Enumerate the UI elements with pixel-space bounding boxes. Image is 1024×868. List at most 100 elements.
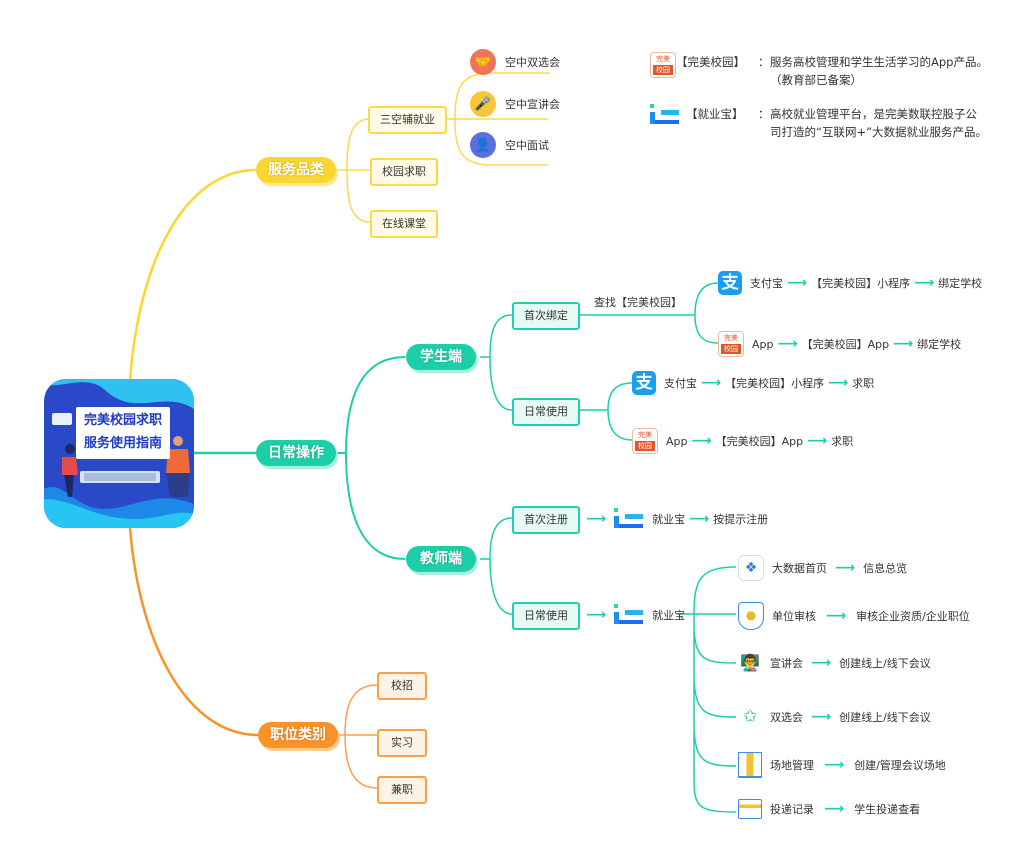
feature-unit-audit[interactable]: ● 单位审核 ⟶ 审核企业资质/企业职位 <box>738 602 970 630</box>
link-teacher-features <box>678 566 737 813</box>
step: 求职 <box>831 435 854 448</box>
node-teacher[interactable]: 教师端 <box>406 546 476 572</box>
cover-title-card: 完美校园求职 服务使用指南 <box>76 407 170 459</box>
node-campus-job[interactable]: 校园求职 <box>370 158 438 186</box>
computer-record-icon <box>738 799 762 819</box>
link-studentdaily <box>576 382 633 441</box>
node-first-register[interactable]: 首次注册 <box>512 506 580 534</box>
legend-name: 【就业宝】 <box>686 107 744 121</box>
link-student-bracket <box>480 314 513 411</box>
node-sankong[interactable]: 三空辅就业 <box>368 106 447 134</box>
item-label: 空中面试 <box>505 139 549 152</box>
step: 【完美校园】App <box>801 338 890 351</box>
arrow-right-icon: ⟶ <box>826 608 847 624</box>
feature-result: 信息总览 <box>863 562 908 575</box>
node-first-bind[interactable]: 首次绑定 <box>512 302 580 330</box>
step: App <box>666 434 688 448</box>
legend-wanmei: 完美校园 【完美校园】 ： 服务高校管理和学生生活学习的App产品。 （教育部已… <box>650 50 1010 90</box>
link-root-jobs <box>128 527 259 737</box>
arrow-right-icon: ⟶ <box>586 607 607 623</box>
arrow-right-icon: ⟶ <box>689 511 710 527</box>
step: 支付宝 <box>750 277 783 290</box>
node-jobs[interactable]: 职位类别 <box>258 722 338 748</box>
legend-name: 【完美校园】 <box>676 55 745 69</box>
path-daily-alipay[interactable]: 支 支付宝 ⟶ 【完美校园】小程序 ⟶ 求职 <box>632 371 874 395</box>
legend-sep: ： <box>758 55 770 69</box>
node-part-time[interactable]: 兼职 <box>377 776 427 804</box>
step: 【完美校园】小程序 <box>725 377 825 390</box>
feature-result: 创建线上/线下会议 <box>839 711 931 724</box>
arrow-right-icon: ⟶ <box>835 560 856 576</box>
root-cover-image: 完美校园求职 服务使用指南 <box>44 379 194 528</box>
step: 绑定学校 <box>938 277 983 290</box>
shield-audit-icon: ● <box>738 602 764 630</box>
microphone-icon: 🎤 <box>470 91 496 117</box>
jiuyebao-logo-icon <box>614 604 644 626</box>
node-campus-recruit[interactable]: 校招 <box>377 672 427 700</box>
feature-venue[interactable]: 场地管理 ⟶ 创建/管理会议场地 <box>738 752 946 778</box>
alipay-icon: 支 <box>718 271 742 295</box>
arrow-right-icon: ⟶ <box>893 336 914 352</box>
feature-delivery-record[interactable]: 投递记录 ⟶ 学生投递查看 <box>738 799 920 819</box>
node-internship[interactable]: 实习 <box>377 729 427 757</box>
feature-job-fair[interactable]: ✩ 双选会 ⟶ 创建线上/线下会议 <box>738 704 931 730</box>
path-bind-alipay[interactable]: 支 支付宝 ⟶ 【完美校园】小程序 ⟶ 绑定学校 <box>718 271 982 295</box>
item-label: 空中双选会 <box>505 56 560 69</box>
link-root-services <box>128 168 257 381</box>
alipay-icon: 支 <box>632 371 656 395</box>
item-air-lecture[interactable]: 🎤 空中宣讲会 <box>470 91 560 117</box>
node-student[interactable]: 学生端 <box>406 344 476 370</box>
item-label: 空中宣讲会 <box>505 98 560 111</box>
platform-label: 就业宝 <box>652 609 686 622</box>
wanmei-xiaoyuan-logo-icon: 完美校园 <box>632 428 658 454</box>
node-online-class[interactable]: 在线课堂 <box>370 210 438 238</box>
path-daily-app[interactable]: 完美校园 App ⟶ 【完美校园】App ⟶ 求职 <box>632 428 853 454</box>
building-icon <box>738 752 762 778</box>
path-teacher-daily[interactable]: ⟶ 就业宝 <box>582 604 685 626</box>
step: 绑定学校 <box>917 338 962 351</box>
path-first-register[interactable]: ⟶ 就业宝 ⟶ 按提示注册 <box>582 508 768 530</box>
jiuyebao-logo-icon <box>614 508 644 530</box>
node-daily[interactable]: 日常操作 <box>256 440 336 466</box>
step: 支付宝 <box>664 377 697 390</box>
arrow-right-icon: ⟶ <box>811 709 832 725</box>
link-daily-bracket <box>326 356 406 560</box>
star-tie-icon: ✩ <box>742 706 758 727</box>
node-services[interactable]: 服务品类 <box>256 157 336 183</box>
arrow-right-icon: ⟶ <box>914 275 935 291</box>
node-student-daily-use[interactable]: 日常使用 <box>512 398 580 426</box>
feature-big-data[interactable]: ❖ 大数据首页 ⟶ 信息总览 <box>738 555 907 581</box>
feature-name: 双选会 <box>770 711 803 724</box>
feature-result: 审核企业资质/企业职位 <box>856 610 970 623</box>
arrow-right-icon: ⟶ <box>807 433 828 449</box>
step: 【完美校园】App <box>715 435 804 448</box>
arrow-right-icon: ⟶ <box>824 801 845 817</box>
interviewer-icon: 👤 <box>470 132 496 158</box>
cover-title-line1: 完美校园求职 <box>83 413 162 428</box>
arrow-right-icon: ⟶ <box>701 375 722 391</box>
feature-result: 学生投递查看 <box>854 803 921 816</box>
item-air-fair[interactable]: 🤝 空中双选会 <box>470 49 560 75</box>
lecturer-icon: 👨‍🏫 <box>740 653 760 672</box>
arrow-right-icon: ⟶ <box>811 655 832 671</box>
step: 按提示注册 <box>713 513 769 526</box>
feature-lecture[interactable]: 👨‍🏫 宣讲会 ⟶ 创建线上/线下会议 <box>738 650 931 676</box>
link-services-bracket <box>330 118 371 223</box>
legend-desc-line2: （教育部已备案） <box>770 73 862 87</box>
cover-illustration <box>44 379 194 528</box>
path-bind-app[interactable]: 完美校园 App ⟶ 【完美校园】App ⟶ 绑定学校 <box>718 331 961 357</box>
feature-result: 创建/管理会议场地 <box>854 759 946 772</box>
big-data-cube-icon: ❖ <box>738 555 764 581</box>
feature-result: 创建线上/线下会议 <box>839 657 931 670</box>
arrow-right-icon: ⟶ <box>787 275 808 291</box>
legend-jiuyebao: 【就业宝】 ： 高校就业管理平台，是完美数联控股子公 司打造的“互联网+”大数据… <box>650 100 1010 140</box>
step: App <box>752 337 774 351</box>
item-air-interview[interactable]: 👤 空中面试 <box>470 132 549 158</box>
arrow-right-icon: ⟶ <box>691 433 712 449</box>
legend-desc-line1: 高校就业管理平台，是完美数联控股子公 <box>770 107 977 121</box>
legend-sep: ： <box>758 107 770 121</box>
step: 求职 <box>852 377 875 390</box>
legend-desc-line2: 司打造的“互联网+”大数据就业服务产品。 <box>770 125 988 139</box>
node-teacher-daily-use[interactable]: 日常使用 <box>512 602 580 630</box>
